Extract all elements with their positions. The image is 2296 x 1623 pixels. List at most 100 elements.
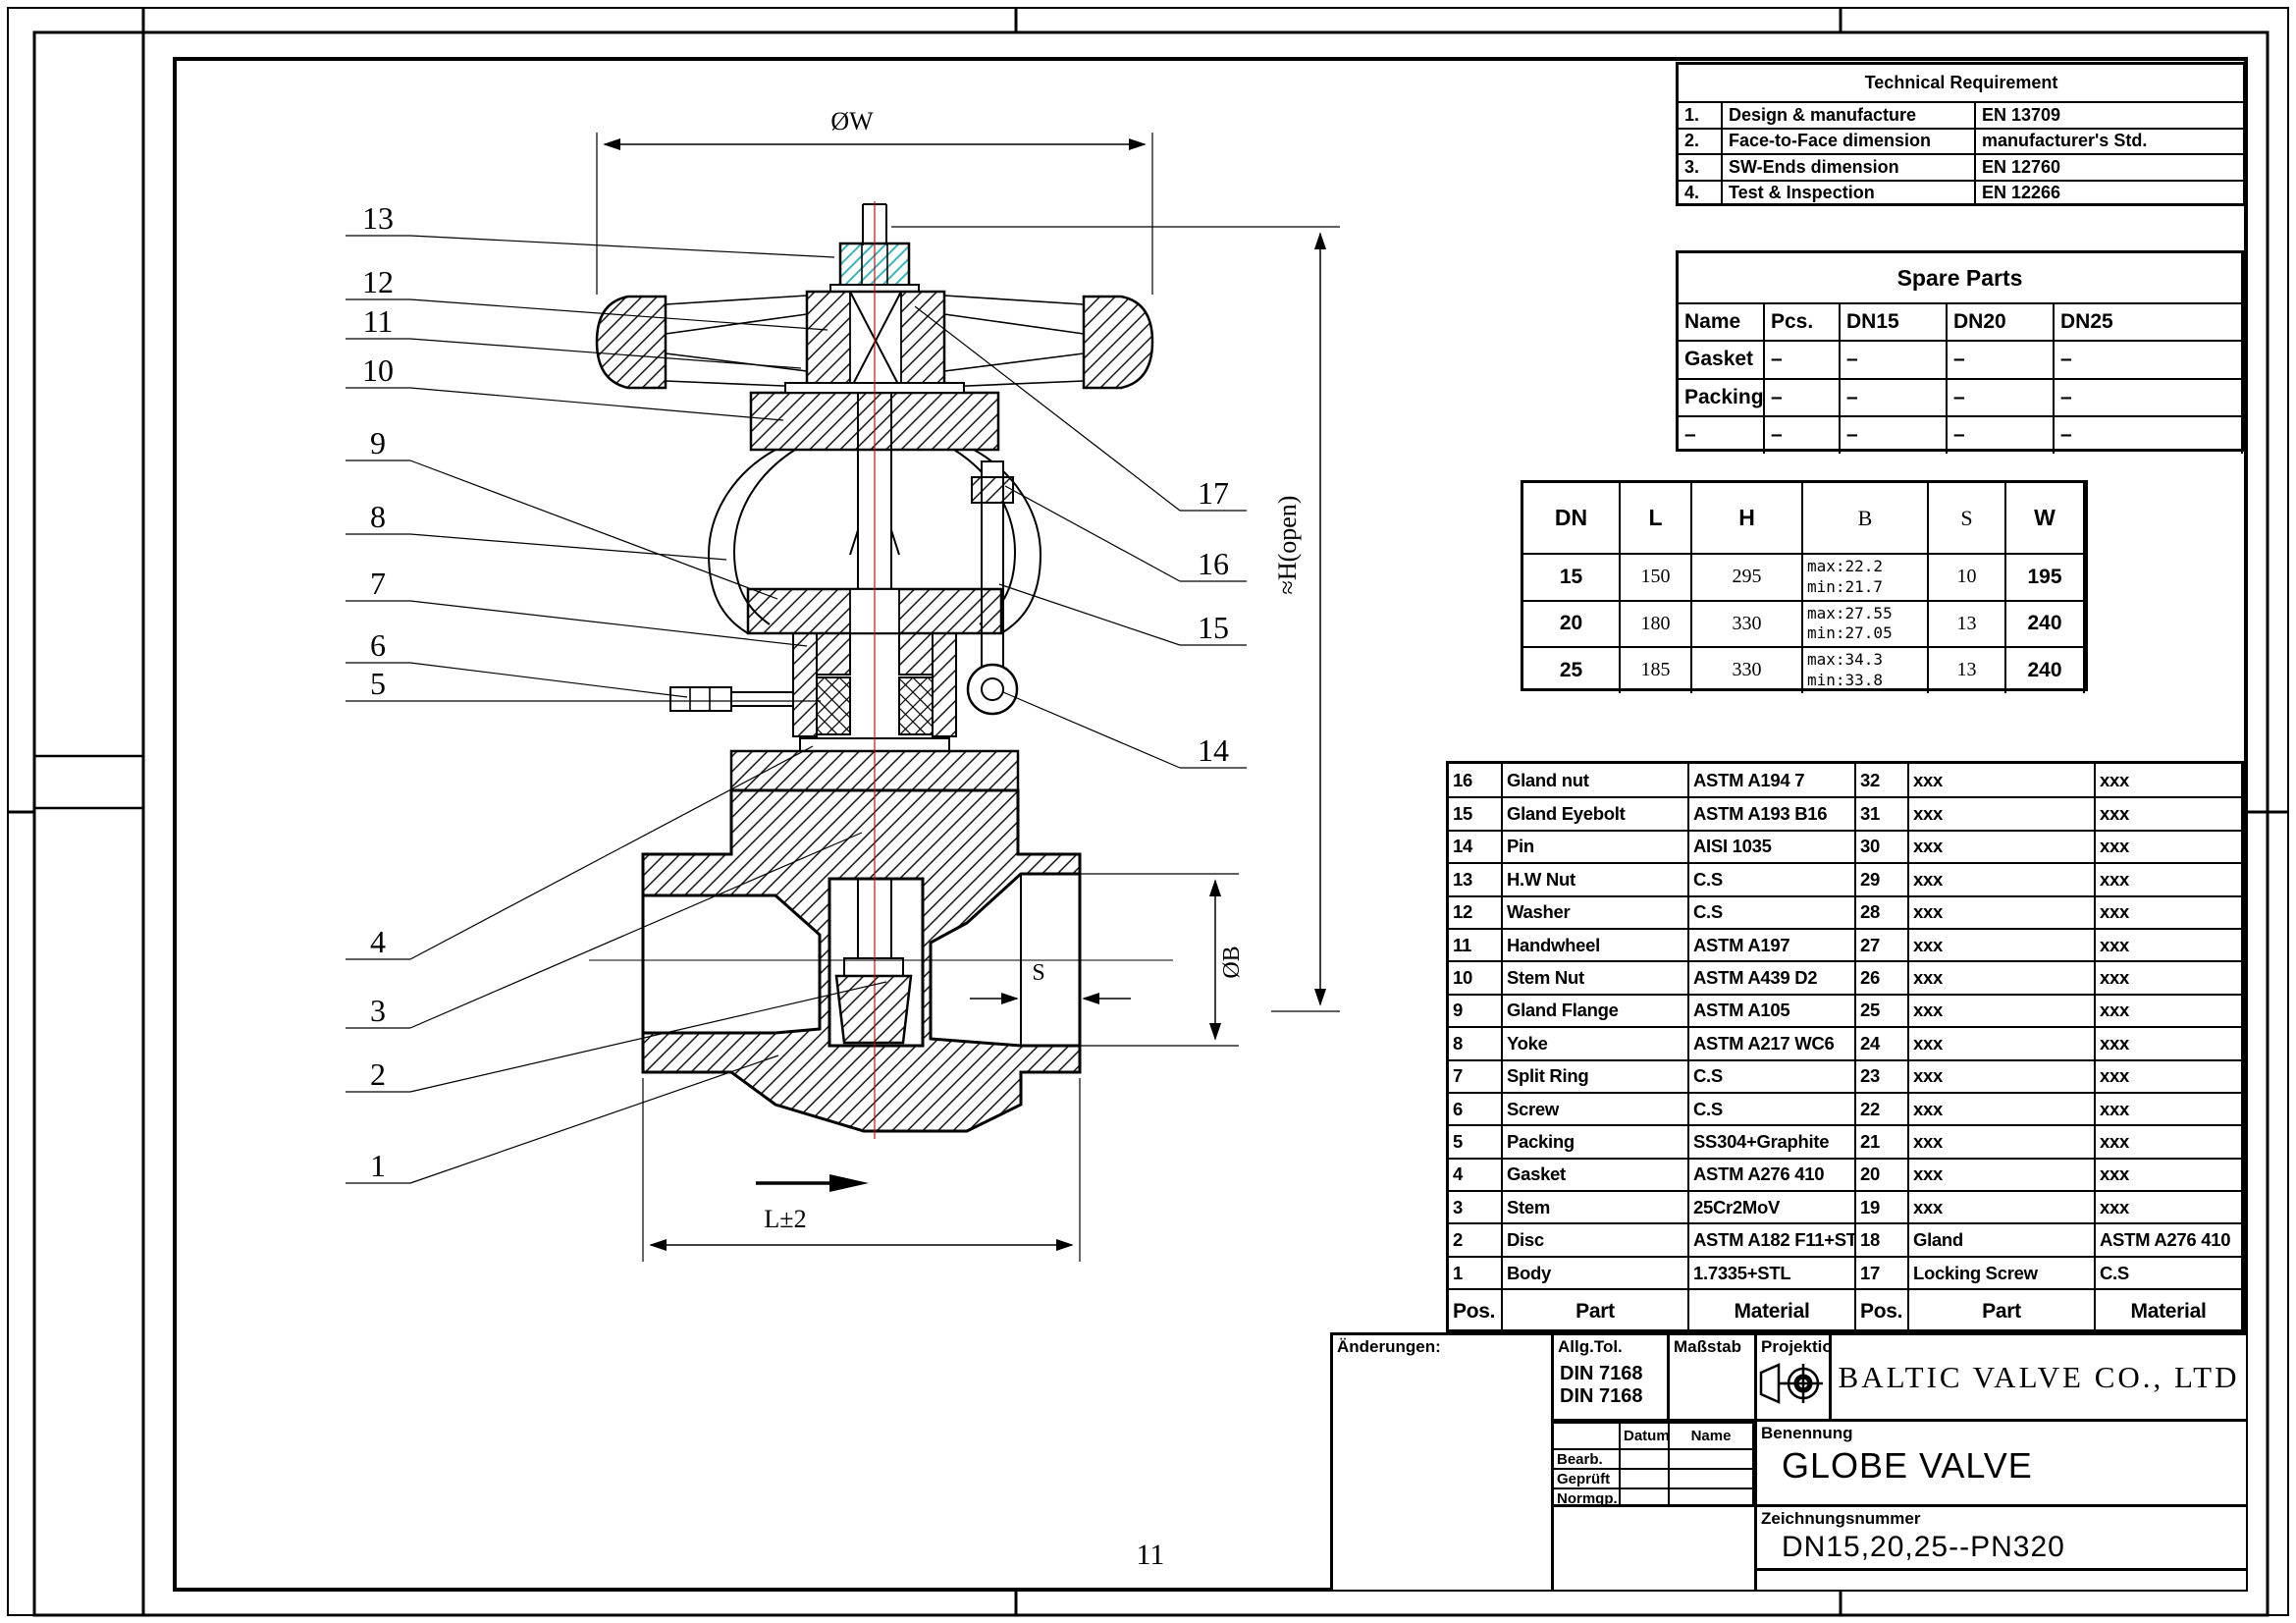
globe-valve-section [589,201,1173,1192]
parts-material: xxx [2096,796,2243,830]
signature-grid: Datum Name Bearb. Geprüft Normgp. [1551,1419,1754,1507]
disc [834,974,913,1045]
spare-parts-header: DN20 [1948,302,2055,340]
tech-req-standard: manufacturer's Std. [1976,127,2246,153]
split-ring [898,632,934,676]
parts-pos: 23 [1856,1058,1909,1092]
dim-table-header: S [1929,483,2006,553]
parts-pos: 29 [1856,862,1909,895]
parts-part: Disc [1503,1222,1689,1256]
parts-material: xxx [2096,1091,2243,1125]
flow-arrow-icon [756,1174,869,1192]
parts-part: Gland nut [1503,764,1689,797]
parts-material: xxx [2096,960,2243,994]
callout-leader-line [409,600,808,647]
parts-part: Handwheel [1503,927,1689,961]
dim-table-header: H [1692,483,1803,553]
parts-table-header: Part [1909,1288,2096,1334]
parts-pos: 5 [1449,1124,1503,1158]
parts-material: ASTM A217 WC6 [1689,1026,1856,1059]
spare-parts-cell: – [1765,340,1841,378]
parts-pos: 4 [1449,1157,1503,1191]
zeichnungsnummer-label: Zeichnungsnummer [1761,1509,1921,1528]
parts-pos: 3 [1449,1190,1503,1223]
dim-table-cell: 13 [1929,599,2006,647]
callout-number-8: 8 [370,499,386,534]
dim-h-label: ≈H(open) [1273,496,1302,595]
callout-number-13: 13 [362,200,394,236]
pin [981,677,1004,701]
parts-material: 25Cr2MoV [1689,1190,1856,1223]
parts-part: Pin [1503,829,1689,863]
allgtol-label: Allg.Tol. [1558,1337,1623,1356]
parts-pos: 28 [1856,894,1909,928]
callout-number-11: 11 [363,303,394,339]
tech-req-item: SW-Ends dimension [1723,153,1976,180]
parts-part: Packing [1503,1124,1689,1158]
parts-pos: 7 [1449,1058,1503,1092]
packing [816,676,851,735]
massstab-label: Maßstab [1674,1337,1741,1356]
spare-parts-cell: – [1948,340,2055,378]
dim-table-cell: 295 [1692,553,1803,600]
callout-leader-line [409,533,727,561]
parts-part: xxx [1909,1091,2096,1125]
parts-material: xxx [2096,927,2243,961]
spare-parts-cell: Gasket [1679,340,1765,378]
parts-pos: 12 [1449,894,1503,928]
parts-part: Gland [1909,1222,2096,1256]
projektion-cell: Projektion [1754,1332,1843,1419]
parts-table-header: Material [2096,1288,2243,1334]
spare-parts-cell: – [2055,340,2243,378]
callout-leader-line [409,662,688,698]
parts-pos: 9 [1449,993,1503,1027]
callout-leader-line [409,338,802,369]
allgtol-value-2: DIN 7168 [1560,1385,1643,1407]
dim-table-header: DN [1523,483,1621,553]
spare-parts-cell: Packing [1679,377,1765,415]
parts-pos: 31 [1856,796,1909,830]
parts-material: C.S [1689,862,1856,895]
callout-number-6: 6 [370,627,386,663]
parts-material: xxx [2096,1190,2243,1223]
spare-parts-cell: – [1765,415,1841,454]
parts-part: Locking Screw [1909,1255,2096,1289]
parts-part: xxx [1909,764,2096,797]
parts-material: xxx [2096,1026,2243,1059]
parts-pos: 30 [1856,829,1909,863]
callout-leader-line [1004,485,1181,582]
massstab-cell: Maßstab [1667,1332,1754,1419]
parts-part: xxx [1909,1058,2096,1092]
dim-table-cell: 240 [2006,646,2085,693]
parts-part: Stem [1503,1190,1689,1223]
dim-table-cell: 10 [1929,553,2006,600]
spare-parts-header: Pcs. [1765,302,1841,340]
parts-material: ASTM A194 7 [1689,764,1856,797]
parts-material: C.S [1689,1058,1856,1092]
callout-number-3: 3 [370,993,386,1028]
aenderungen-label: Änderungen: [1337,1337,1441,1356]
parts-material: xxx [2096,1157,2243,1191]
callout-number-16: 16 [1198,546,1229,581]
parts-part: xxx [1909,960,2096,994]
zeichnungsnummer-cell: Zeichnungsnummer DN15,20,25--PN320 [1754,1504,2246,1568]
parts-pos: 13 [1449,862,1503,895]
dim-l-label: L±2 [764,1205,806,1233]
parts-part: xxx [1909,796,2096,830]
parts-pos: 18 [1856,1222,1909,1256]
parts-pos: 24 [1856,1026,1909,1059]
parts-pos: 1 [1449,1255,1503,1289]
dim-table-cell: 20 [1523,599,1621,647]
tech-req-standard: EN 12760 [1976,153,2246,180]
parts-material: SS304+Graphite [1689,1124,1856,1158]
technical-requirement-table: Technical Requirement 1.Design & manufac… [1676,62,2246,206]
gland [816,632,851,676]
callout-leader-line [409,1055,779,1184]
tech-req-no: 1. [1679,101,1723,128]
allgtol-value-1: DIN 7168 [1560,1363,1643,1384]
callout-number-7: 7 [370,566,386,601]
parts-material: ASTM A182 F11+STL [1689,1222,1856,1256]
dim-table-cell: 15 [1523,553,1621,600]
projektion-label: Projektion [1761,1337,1843,1356]
